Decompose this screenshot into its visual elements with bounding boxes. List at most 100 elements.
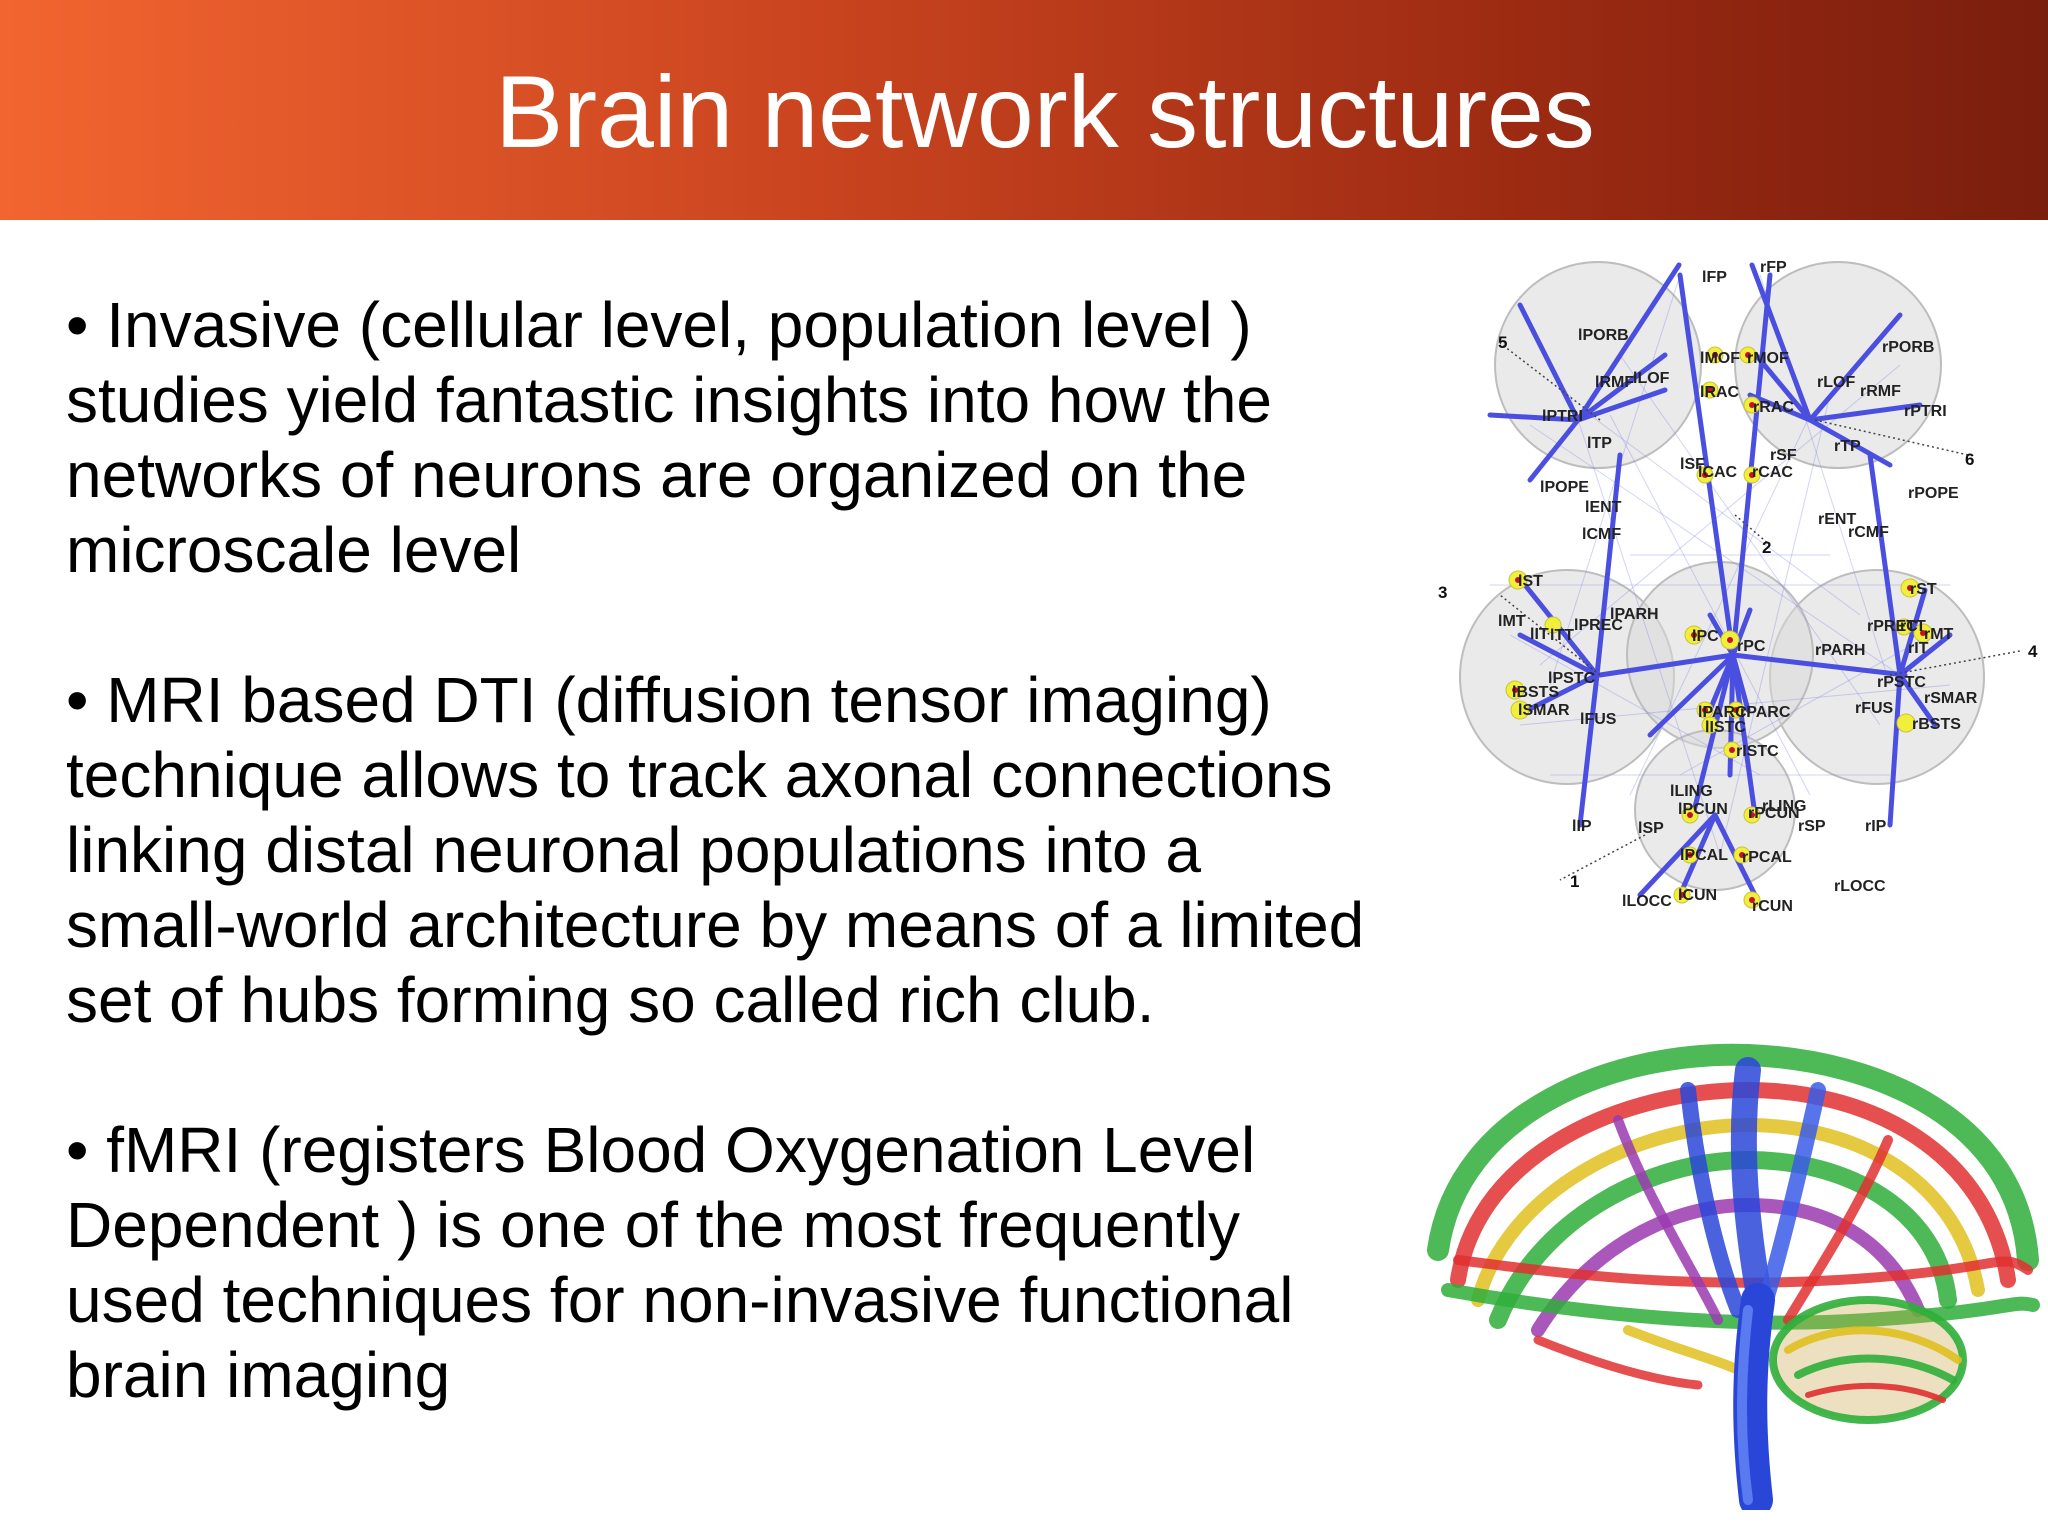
region-label: lCAC <box>1698 464 1738 481</box>
region-label: rCUN <box>1752 898 1793 915</box>
region-label: lPORB <box>1578 327 1629 344</box>
network-node <box>1701 716 1719 734</box>
region-label: rPTRI <box>1904 403 1947 420</box>
network-node-core <box>1687 812 1693 818</box>
region-labels: lFP rFP lPORB rPORB lMOF rMOF lRMF lLOF … <box>1498 259 1978 915</box>
region-label: lPARC <box>1698 704 1747 721</box>
fiber-bundles <box>1427 1043 2040 1390</box>
title-bar: Brain network structures <box>0 0 2048 220</box>
region-label: rPCUN <box>1748 805 1800 822</box>
region-label: rIT <box>1908 640 1929 657</box>
network-node-core <box>1679 892 1685 898</box>
brainstem <box>1733 1283 1775 1510</box>
region-label: lMOF <box>1700 350 1740 367</box>
hub-edges <box>1487 262 1953 898</box>
network-node-core <box>1727 637 1733 643</box>
region-label: rSP <box>1798 818 1826 835</box>
region-label: lIP <box>1572 818 1592 835</box>
region-label: rPSTC <box>1877 674 1926 691</box>
region-label: rENT <box>1818 511 1856 528</box>
region-label: lPOPE <box>1540 479 1589 496</box>
network-node-core <box>1749 472 1755 478</box>
region-label: lLOCC <box>1622 893 1672 910</box>
module-number: 2 <box>1762 538 1771 557</box>
region-label: lBSTS <box>1512 684 1559 701</box>
region-label: rTT <box>1900 618 1926 635</box>
region-label: rTP <box>1834 438 1861 455</box>
network-node-core <box>1702 472 1708 478</box>
network-node-core <box>1920 630 1926 636</box>
region-label: rCAC <box>1752 464 1793 481</box>
module-number: 5 <box>1498 333 1507 352</box>
network-node-core <box>1512 687 1518 693</box>
module-number: 3 <box>1438 583 1447 602</box>
region-label: lSMAR <box>1518 702 1570 719</box>
region-label: lSF <box>1680 456 1705 473</box>
region-label: rMT <box>1924 626 1954 643</box>
region-label: lSP <box>1638 820 1664 837</box>
region-label: lRMF <box>1595 374 1634 391</box>
slide-title: Brain network structures <box>495 55 1595 169</box>
region-label: rLING <box>1762 798 1806 815</box>
region-label: lIT <box>1530 626 1549 643</box>
network-node-core <box>1707 387 1713 393</box>
module-pointers <box>1499 342 2021 881</box>
network-node-core <box>1907 585 1913 591</box>
module-circle <box>1734 261 1942 469</box>
network-node-core <box>1733 707 1739 713</box>
region-label: lISTC <box>1705 719 1746 736</box>
brain-network-graph: 1 2 3 4 5 6 lFP rFP lPORB rPORB lMOF rMO… <box>1438 259 2038 915</box>
network-node-core <box>1749 812 1755 818</box>
network-node-core <box>1739 852 1745 858</box>
region-label: rCMF <box>1848 524 1889 541</box>
region-label: lPCAL <box>1680 847 1728 864</box>
region-label: lMT <box>1498 613 1526 630</box>
network-node-core <box>1729 747 1735 753</box>
region-label: rPCAL <box>1742 849 1792 866</box>
region-label: lLING <box>1670 783 1713 800</box>
network-node-core <box>1745 352 1751 358</box>
region-label: rFUS <box>1855 700 1894 717</box>
region-label: rLOCC <box>1834 878 1886 895</box>
region-label: rISTC <box>1736 743 1779 760</box>
module-number: 6 <box>1965 450 1974 469</box>
region-label: lENT <box>1585 499 1622 516</box>
network-node <box>1896 713 1916 733</box>
region-label: rPARC <box>1740 704 1791 721</box>
region-label: rMOF <box>1747 350 1789 367</box>
region-label: rRAC <box>1753 399 1794 416</box>
region-label: lPSTC <box>1548 670 1596 687</box>
dti-tractography-image <box>1427 1043 2040 1510</box>
region-label: rSMAR <box>1924 690 1978 707</box>
region-label: lLOF <box>1633 370 1670 387</box>
network-node <box>1510 700 1530 720</box>
network-node <box>1544 616 1562 634</box>
region-label: lPCUN <box>1678 801 1728 818</box>
region-label: rLOF <box>1817 374 1855 391</box>
network-node <box>1895 618 1913 636</box>
region-label: rSF <box>1770 447 1797 464</box>
region-label: rPOPE <box>1908 485 1959 502</box>
region-label: rPARH <box>1815 642 1865 659</box>
region-label: lPREC <box>1574 617 1623 634</box>
network-node-core <box>1749 897 1755 903</box>
bullet-fmri: • fMRI (registers Blood Oxygenation Leve… <box>66 1114 1294 1411</box>
network-node-core <box>1691 632 1697 638</box>
region-label: lST <box>1518 573 1543 590</box>
region-label: rST <box>1910 581 1937 598</box>
module-number: 1 <box>1570 872 1579 891</box>
region-label: lFP <box>1702 269 1727 286</box>
bullet-list: • Invasive (cellular level, population l… <box>66 288 1386 1488</box>
network-node-core <box>1515 577 1521 583</box>
bullet-dti: • MRI based DTI (diffusion tensor imagin… <box>66 664 1365 1036</box>
module-number: 4 <box>2028 642 2038 661</box>
network-node-core <box>1712 352 1718 358</box>
region-label: lPTRI <box>1542 408 1583 425</box>
module-numbers: 1 2 3 4 5 6 <box>1438 333 2038 891</box>
region-label: lCMF <box>1582 526 1621 543</box>
region-label: rPREC <box>1867 618 1918 635</box>
bullet-invasive: • Invasive (cellular level, population l… <box>66 289 1272 586</box>
region-label: lCUN <box>1678 887 1717 904</box>
region-label: lPARH <box>1610 606 1659 623</box>
region-label: lRAC <box>1700 384 1740 401</box>
